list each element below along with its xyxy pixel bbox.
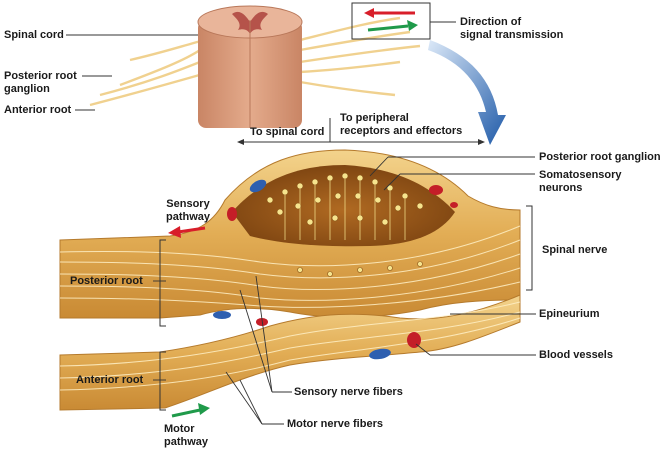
- label-somatosensory-neurons: Somatosensory neurons: [539, 169, 622, 194]
- motor-fiber-lines: [59, 301, 521, 391]
- root-fibers-top: [89, 16, 421, 107]
- direction-span: [237, 118, 485, 145]
- label-posterior-root-ganglion: Posterior root ganglion: [539, 151, 661, 163]
- spinal-cord-section: [197, 5, 303, 128]
- label-to-peripheral: To peripheral receptors and effectors: [340, 112, 463, 137]
- label-epineurium: Epineurium: [539, 308, 600, 320]
- label-blood-vessels: Blood vessels: [539, 349, 613, 361]
- sensory-fiber-lines: [59, 225, 521, 308]
- anterior-root-body: [59, 294, 521, 411]
- callout-arrow: [428, 40, 506, 145]
- label-anterior-root: Anterior root: [76, 374, 144, 386]
- blood-vessels: [213, 179, 458, 360]
- label-motor-nerve-fibers: Motor nerve fibers: [287, 418, 383, 430]
- label-posterior-root-ganglion-top: Posterior root ganglion: [4, 70, 77, 95]
- motor-pathway-arrow: [171, 403, 210, 418]
- label-sensory-pathway: Sensory pathway: [165, 198, 210, 223]
- leader-lines: [66, 21, 536, 425]
- label-motor-pathway: Motor pathway: [164, 423, 209, 448]
- label-to-spinal-cord: To spinal cord: [250, 126, 325, 138]
- sensory-pathway-arrow: [168, 226, 206, 238]
- somatosensory-neuron-bodies: [266, 172, 424, 277]
- label-posterior-root: Posterior root: [70, 275, 143, 287]
- label-anterior-root-top: Anterior root: [4, 104, 72, 116]
- ganglion-interior: [232, 165, 455, 247]
- label-direction: Direction of signal transmission: [460, 16, 564, 41]
- label-sensory-nerve-fibers: Sensory nerve fibers: [294, 386, 403, 398]
- brackets: [159, 205, 533, 411]
- label-spinal-nerve: Spinal nerve: [542, 244, 608, 256]
- label-spinal-cord: Spinal cord: [4, 29, 64, 41]
- direction-box: [351, 2, 431, 40]
- neuron-processes: [284, 179, 406, 240]
